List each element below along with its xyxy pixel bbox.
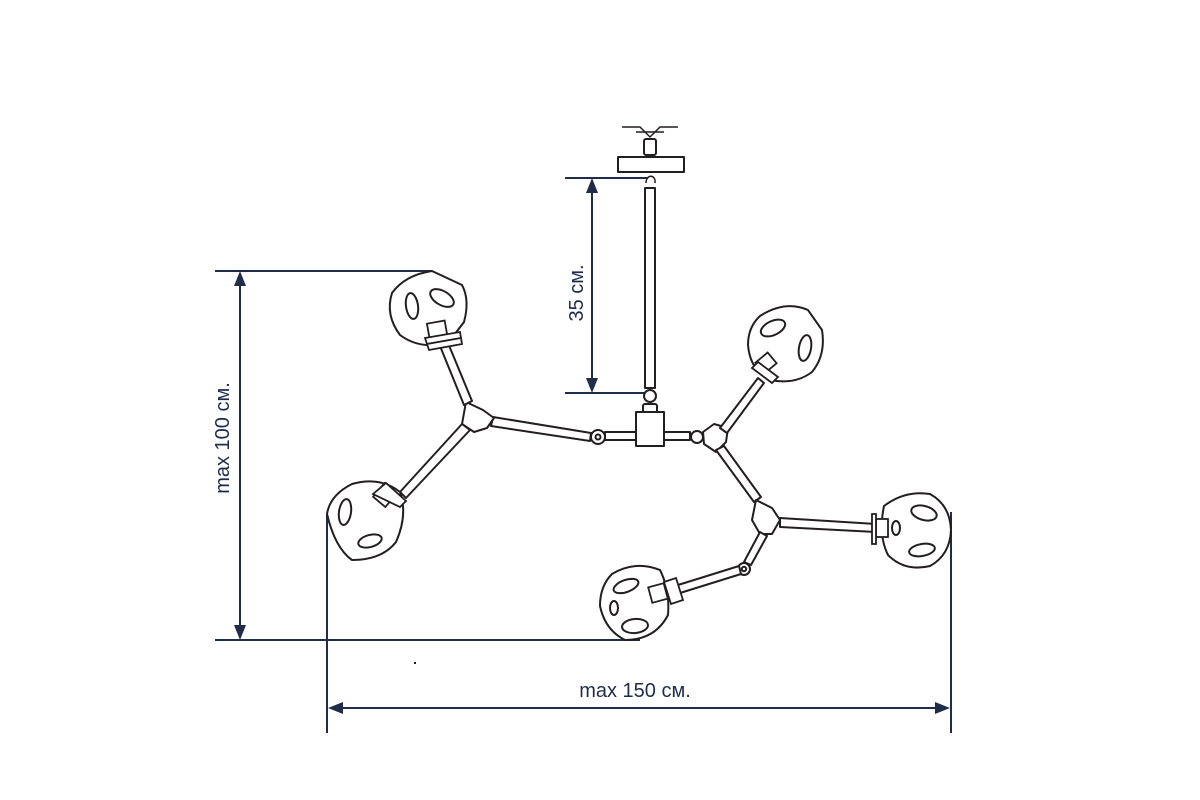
globe-hole: [357, 533, 383, 549]
height-label: max 100 см.: [212, 382, 234, 494]
height-arrow-bottom: [234, 625, 246, 640]
glass-globe-upper-left: [388, 269, 468, 352]
height-arrow-top: [234, 271, 246, 286]
rod-arrow-top: [586, 178, 598, 193]
rod-bottom-loop: [643, 389, 657, 403]
center-hub: [635, 411, 665, 447]
glass-globe-upper-right: [746, 305, 824, 385]
ceiling-mount: [617, 126, 685, 173]
globe-hole: [429, 288, 455, 308]
rod-label: 35 см.: [566, 264, 588, 321]
width-label: max 150 см.: [579, 680, 691, 702]
right-arm-inner: [663, 431, 691, 441]
width-arrow-right: [935, 702, 950, 714]
lower-branch-outer: [677, 565, 742, 594]
glass-globe-lower-left: [325, 480, 408, 562]
lower-branch-joint-pin: [740, 565, 748, 573]
ceiling-canopy: [617, 156, 685, 173]
left-upper-branch: [439, 342, 473, 406]
socket-ring: [371, 481, 408, 509]
globe-hole: [609, 600, 619, 616]
mounting-bracket: [622, 126, 678, 139]
globe-hole: [908, 542, 936, 558]
rod-top-hook: [645, 175, 656, 184]
rod-arrow-bottom: [586, 378, 598, 393]
left-arm-joint-pin: [594, 433, 602, 441]
globe-hole: [404, 292, 420, 320]
arm-frame: [399, 342, 877, 594]
left-lower-branch: [399, 423, 471, 499]
right-descending-arm: [715, 445, 762, 503]
globe-hole: [797, 334, 813, 362]
width-arrow-left: [328, 702, 343, 714]
left-arm-inner: [604, 431, 637, 441]
dimension-height: max 100 см.: [212, 270, 640, 641]
left-arm-outer: [490, 416, 592, 442]
globe-hole: [612, 577, 640, 595]
mounting-screw: [643, 138, 657, 156]
far-right-branch: [779, 517, 877, 533]
right-arm-joint: [690, 430, 704, 444]
lower-branch-upper: [743, 531, 768, 566]
glass-globe-lower-middle: [598, 564, 685, 642]
dimension-rod: 35 см.: [565, 177, 648, 394]
globe-shell: [388, 269, 468, 347]
glass-globe-far-right: [871, 492, 953, 569]
socket-ring: [750, 360, 780, 385]
lamp-socket: [647, 582, 669, 604]
globe-hole: [337, 498, 353, 526]
globe-hole: [759, 318, 787, 338]
stray-mark: [414, 662, 416, 664]
right-upper-branch: [719, 377, 765, 434]
globe-hole: [910, 504, 938, 522]
lower-right-y-connector: [751, 499, 781, 535]
rod-body: [644, 187, 656, 389]
socket-ring: [662, 576, 685, 606]
dimension-width: max 150 см.: [326, 512, 952, 733]
globe-hole: [621, 617, 649, 635]
socket-ring: [425, 336, 464, 352]
down-rod: [642, 175, 658, 415]
socket-ring: [871, 513, 877, 545]
globe-hole: [891, 520, 901, 536]
lamp-socket: [875, 518, 889, 538]
right-y-connector: [702, 423, 729, 453]
